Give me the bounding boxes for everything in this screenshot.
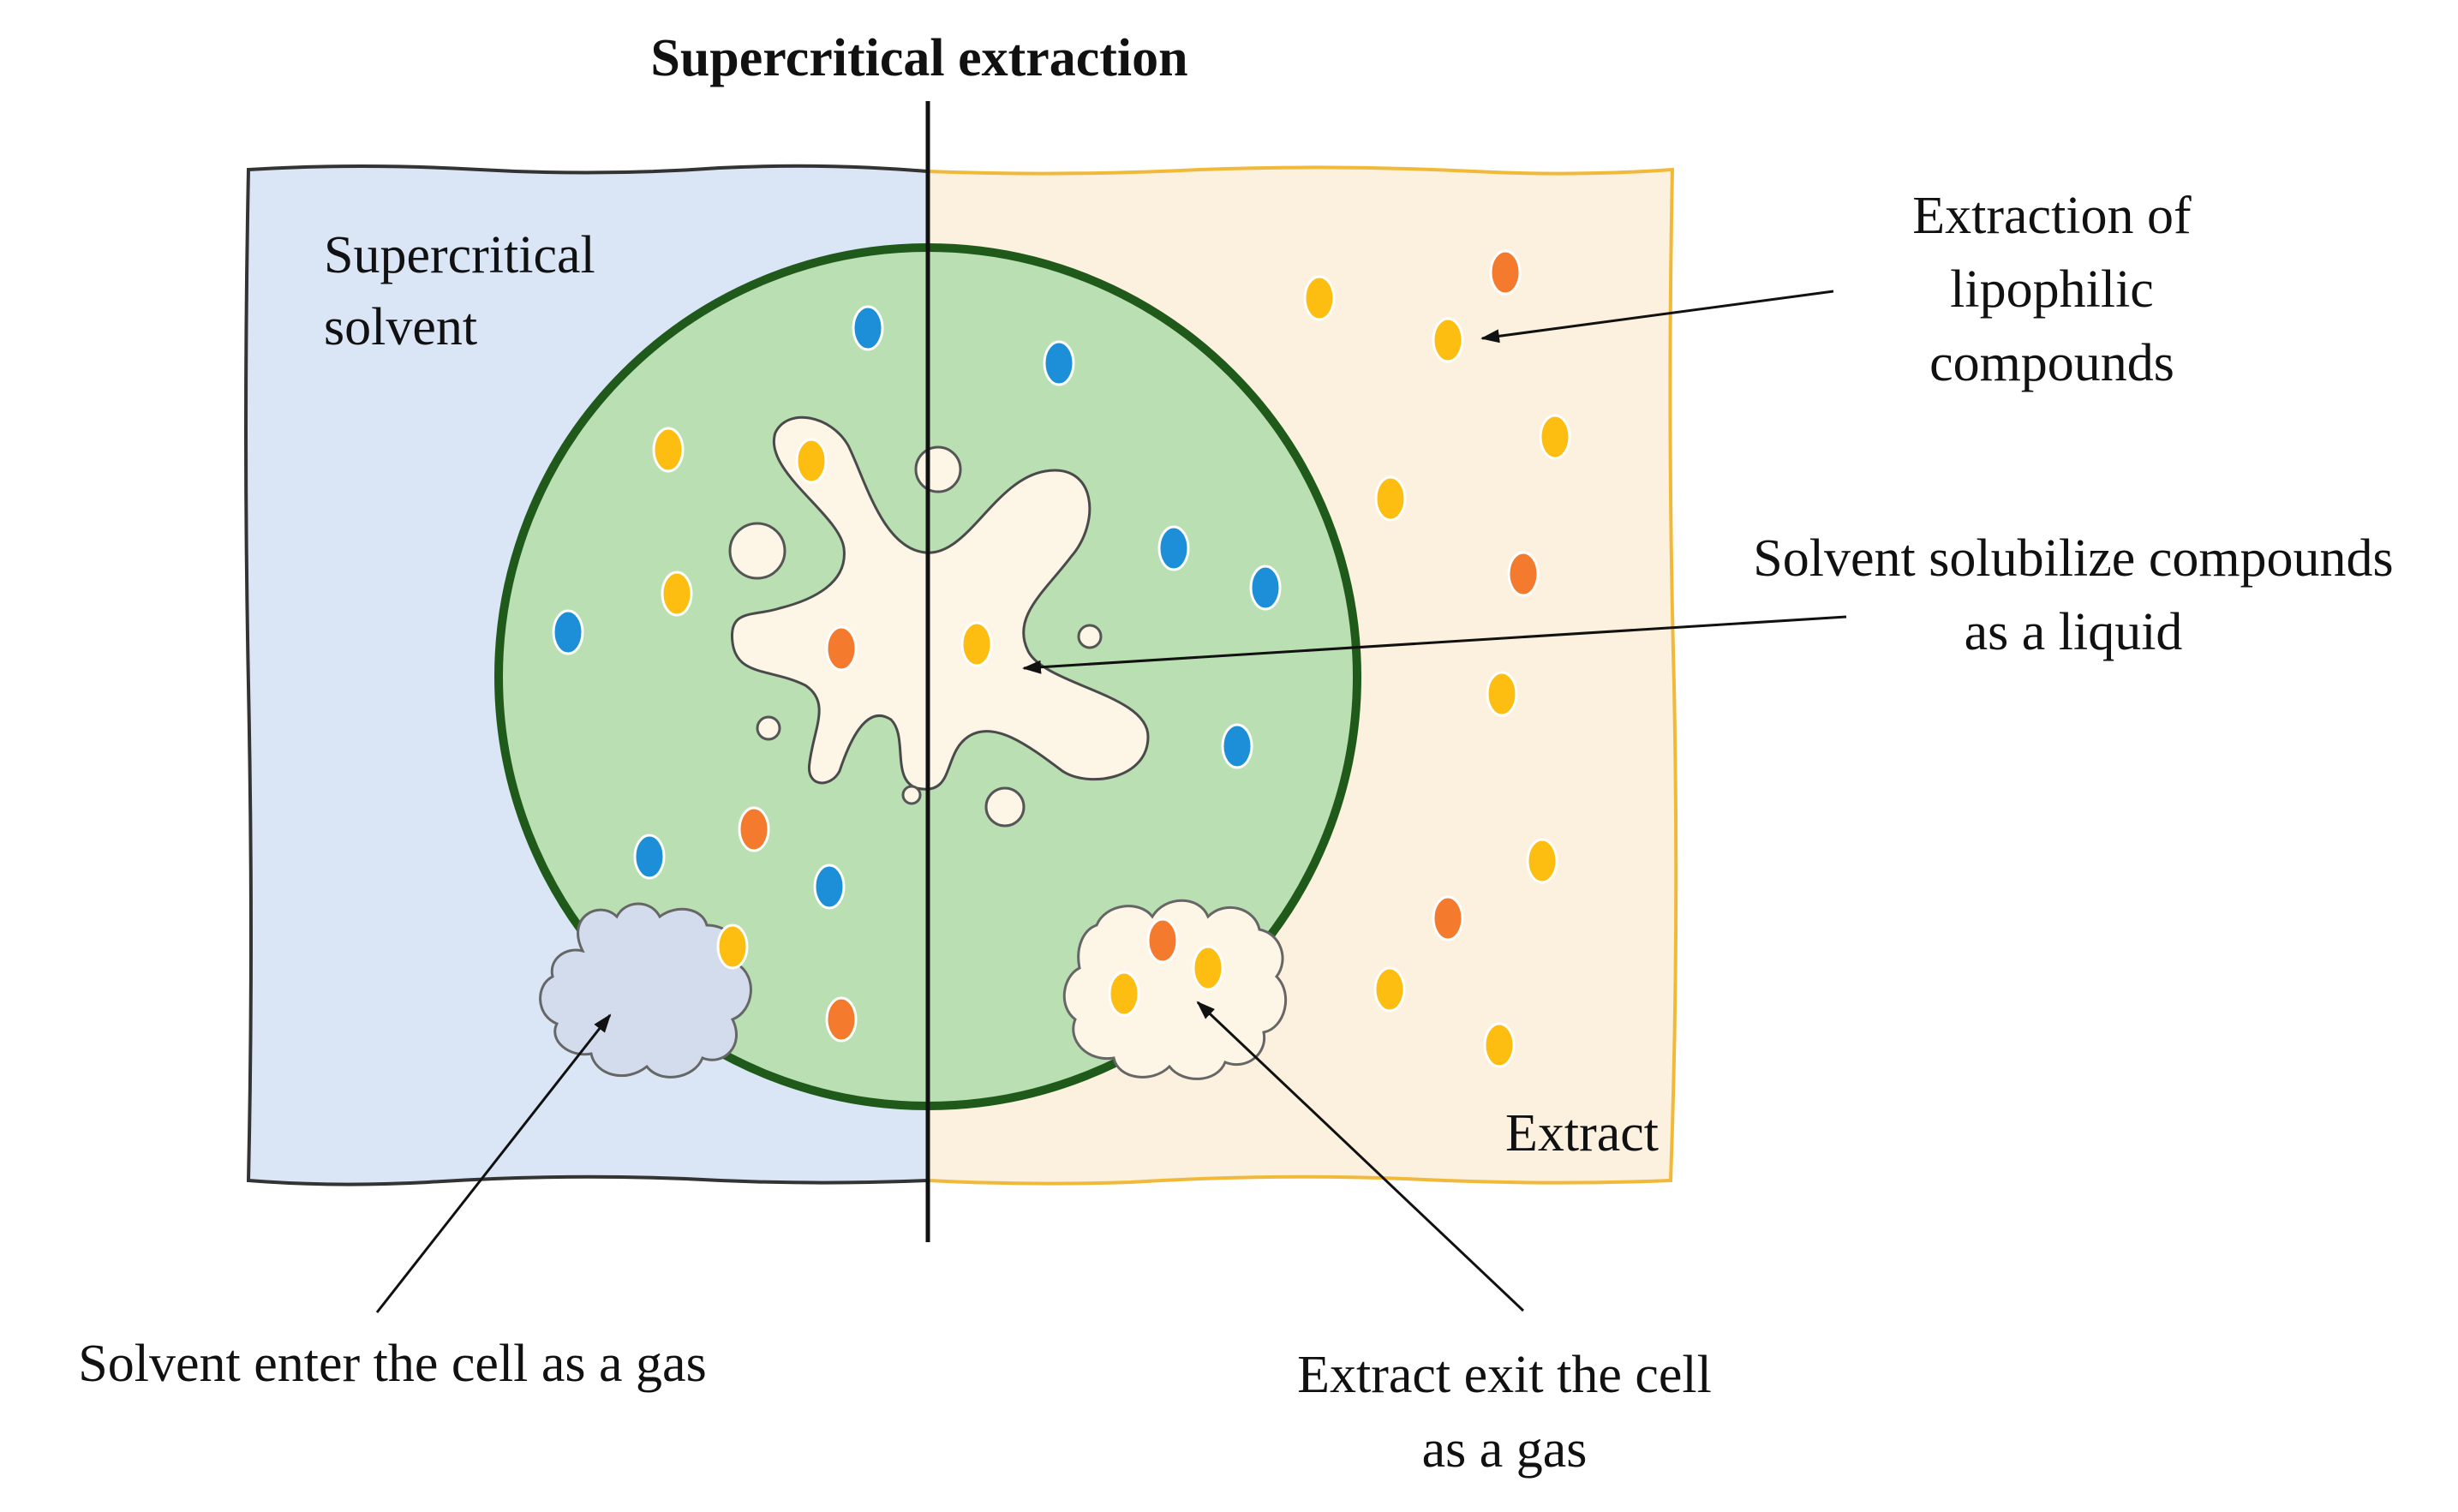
bubble bbox=[1077, 624, 1103, 649]
orange-compound bbox=[825, 625, 858, 672]
orange-compound bbox=[1146, 917, 1179, 964]
blue-compound bbox=[552, 609, 584, 655]
blue-compound bbox=[1221, 723, 1253, 769]
arrow-solubilize bbox=[1022, 615, 1847, 674]
annotation-lipophilic-line1: Extraction of bbox=[1912, 187, 2192, 245]
yellow-compound bbox=[795, 438, 828, 484]
blue-compound bbox=[852, 305, 884, 351]
yellow-compound bbox=[716, 923, 749, 970]
orange-compound bbox=[825, 996, 858, 1043]
orange-compound bbox=[1507, 551, 1540, 597]
blue-compound bbox=[1043, 340, 1075, 386]
yellow-compound bbox=[1539, 414, 1571, 460]
blue-compound bbox=[1157, 525, 1190, 571]
vacuole bbox=[730, 415, 1150, 791]
yellow-compound bbox=[1108, 971, 1140, 1017]
yellow-compound bbox=[1373, 966, 1406, 1013]
bubble bbox=[914, 445, 962, 493]
bubble bbox=[728, 522, 786, 580]
annotation-lipophilic-line3: compounds bbox=[1929, 334, 2174, 392]
arrow-lipophilic bbox=[1480, 290, 1834, 344]
solvent-label-line1: Supercritical bbox=[324, 226, 595, 284]
annotation-exit-line2: as a gas bbox=[1422, 1420, 1588, 1479]
gas-in-cloud bbox=[539, 902, 752, 1079]
diagram-title: Supercritical extraction bbox=[650, 29, 1187, 87]
yellow-compound bbox=[1192, 945, 1224, 991]
compounds-layer bbox=[552, 249, 1571, 1068]
annotation-lipophilic-line2: lipophilic bbox=[1950, 260, 2154, 319]
annotation-solubilize-line1: Solvent solubilize compounds bbox=[1753, 529, 2393, 588]
annotation-solubilize-line2: as a liquid bbox=[1965, 603, 2183, 661]
extract-label: Extract bbox=[1505, 1104, 1659, 1162]
yellow-compound bbox=[1483, 1022, 1516, 1068]
yellow-compound bbox=[1486, 671, 1518, 717]
blue-compound bbox=[633, 834, 666, 880]
yellow-compound bbox=[1303, 275, 1336, 321]
orange-compound bbox=[1489, 249, 1522, 296]
orange-compound bbox=[1432, 895, 1464, 941]
yellow-compound bbox=[1374, 475, 1407, 522]
yellow-compound bbox=[652, 427, 685, 473]
yellow-compound bbox=[1526, 838, 1558, 884]
arrow-enter bbox=[375, 1013, 612, 1313]
annotation-enter: Solvent enter the cell as a gas bbox=[78, 1335, 706, 1393]
blue-compound bbox=[1249, 565, 1282, 611]
orange-compound bbox=[738, 806, 770, 852]
bubble bbox=[901, 785, 922, 805]
bubble bbox=[984, 786, 1026, 828]
arrow-exit bbox=[1196, 1001, 1525, 1312]
solvent-label-line2: solvent bbox=[324, 298, 477, 356]
blue-compound bbox=[813, 864, 846, 910]
yellow-compound bbox=[1432, 317, 1464, 363]
yellow-compound bbox=[960, 621, 993, 667]
annotation-exit-line1: Extract exit the cell bbox=[1297, 1346, 1712, 1404]
bubble bbox=[756, 715, 781, 741]
yellow-compound bbox=[661, 571, 693, 617]
